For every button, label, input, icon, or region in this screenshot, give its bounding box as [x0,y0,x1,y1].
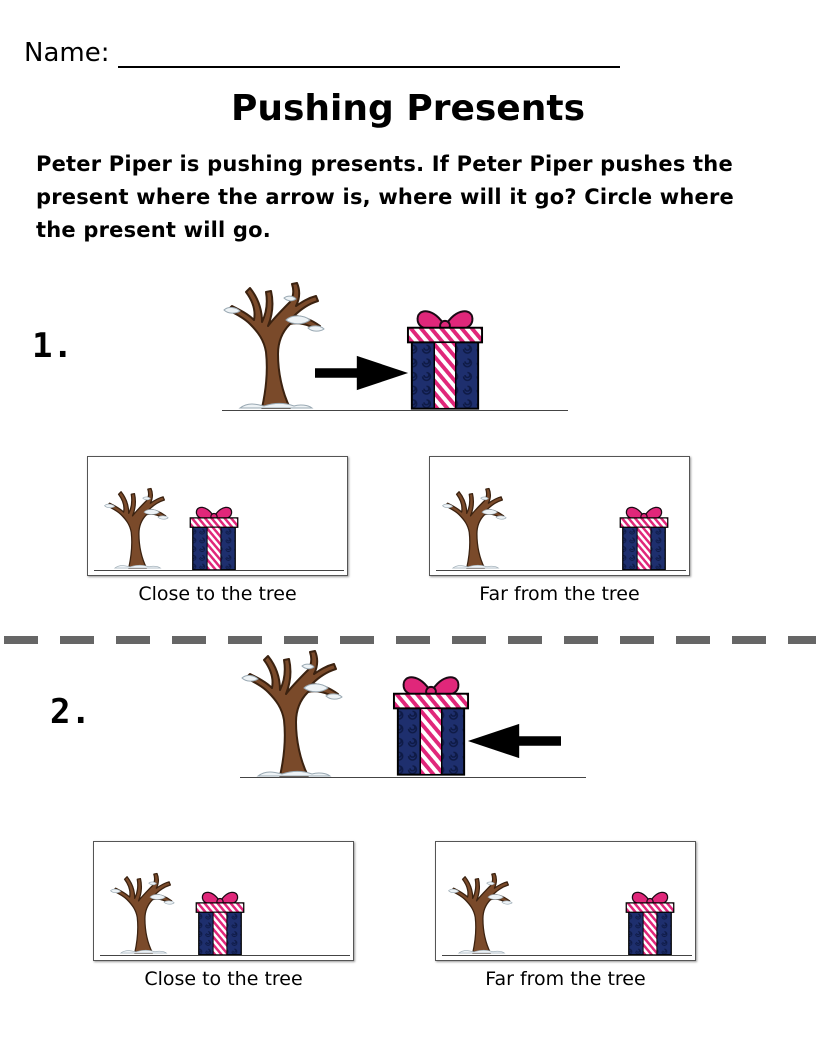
present-icon [618,501,670,571]
ground-line [436,570,686,571]
arrow-right-icon [315,354,410,392]
q2-choice-far-caption: Far from the tree [485,968,646,990]
ground-line [442,955,692,956]
question-1-number: 1. [32,326,73,366]
q1-choice-close-caption: Close to the tree [138,583,297,605]
q2-choice-close-box[interactable] [93,841,354,961]
question-2-number: 2. [50,692,91,732]
tree-icon [102,485,172,571]
instructions-text: Peter Piper is pushing presents. If Pete… [36,152,734,242]
q2-choice-far-box[interactable] [435,841,696,961]
question-1-scene [220,280,570,415]
section-divider [4,636,816,644]
q1-choice-close-box[interactable] [87,456,348,576]
name-label: Name: [24,38,110,68]
name-write-line[interactable] [118,66,620,68]
q1-choice-far-caption: Far from the tree [479,583,640,605]
tree-icon [220,280,330,410]
q2-choice-close-caption: Close to the tree [144,968,303,990]
tree-icon [446,870,516,956]
present-icon [194,886,246,956]
ground-line [94,570,344,571]
ground-line [240,777,586,778]
arrow-left-icon [466,722,561,760]
question-2-scene [238,648,588,783]
present-icon [392,666,470,778]
ground-line [222,410,568,411]
present-icon [188,501,240,571]
ground-line [100,955,350,956]
tree-icon [108,870,178,956]
tree-icon [238,648,348,778]
q1-choice-far-box[interactable] [429,456,690,576]
present-icon [406,300,484,412]
present-icon [624,886,676,956]
tree-icon [440,485,510,571]
page-title: Pushing Presents [230,88,585,129]
